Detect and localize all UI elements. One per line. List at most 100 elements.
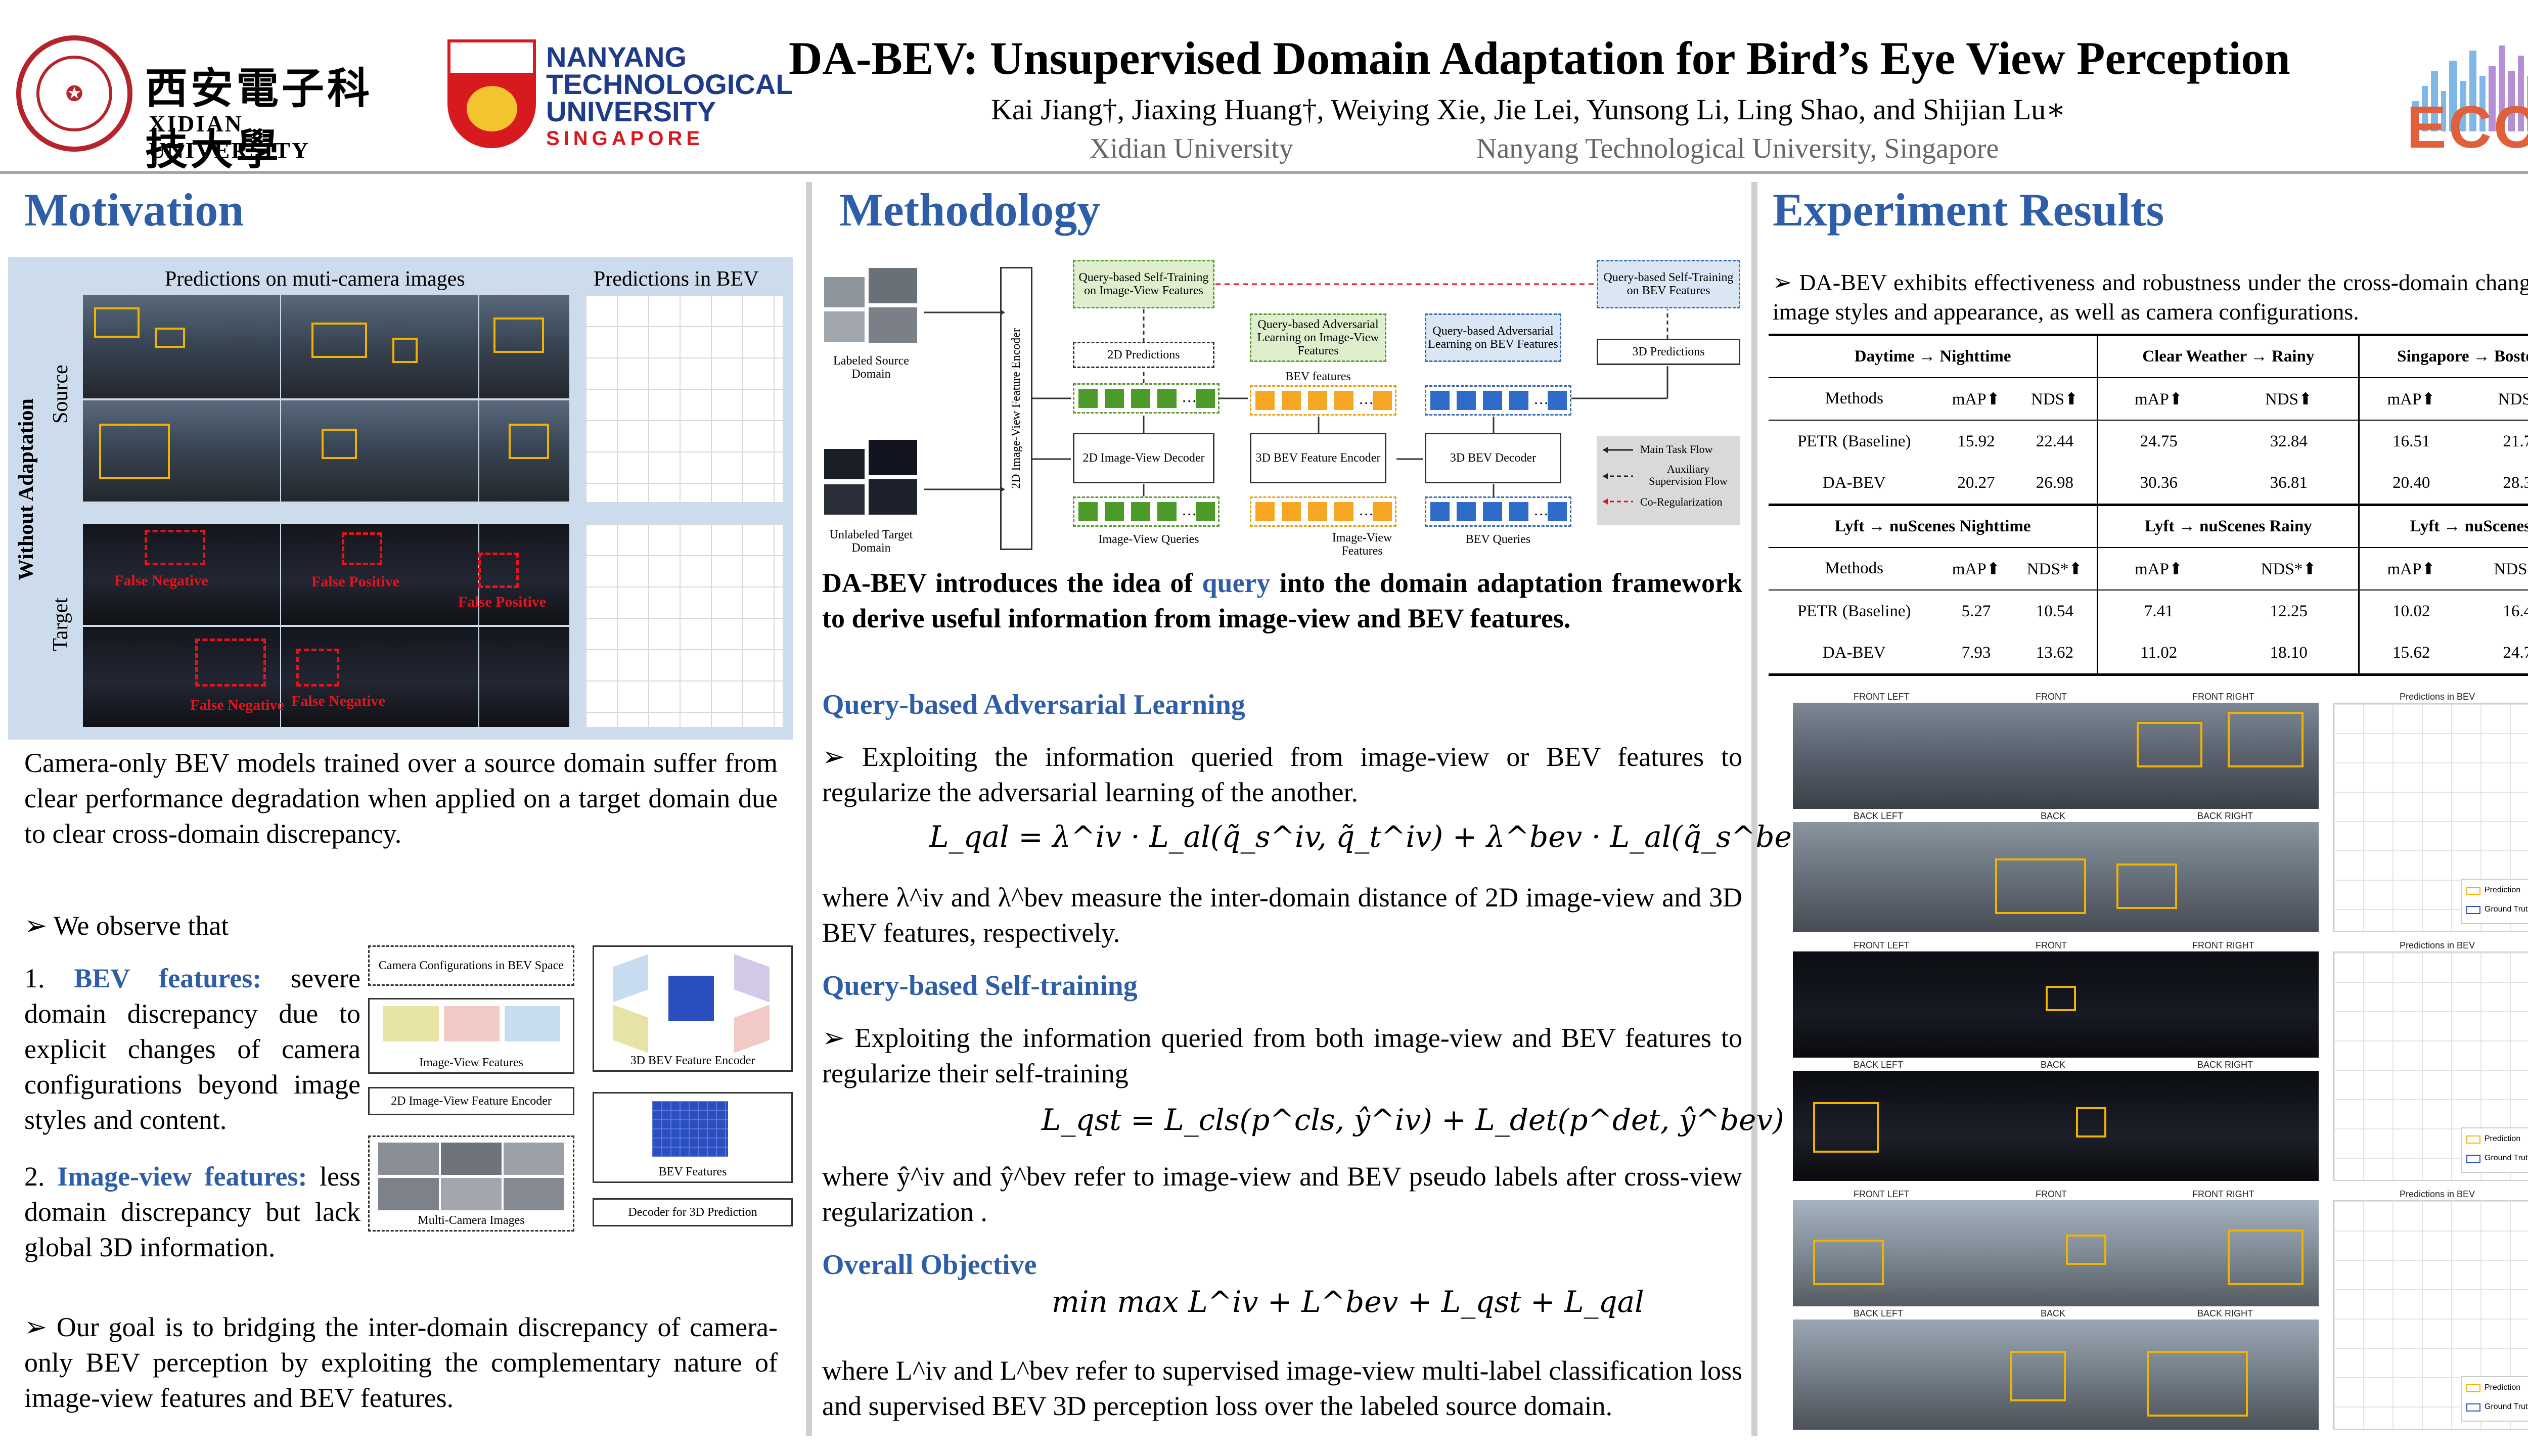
false-positive-label: False Positive xyxy=(458,594,547,610)
methodology-diagram: Labeled Source Domain Unlabeled Target D… xyxy=(818,257,1743,558)
qal-equation: L_qal = λ^iv · L_al(q̃_s^iv, q̃_t^iv) + … xyxy=(929,820,1958,854)
qst-image-view-box: Query-based Self-Training on Image-View … xyxy=(1073,260,1214,308)
column-divider-1 xyxy=(806,182,812,1436)
point-bev-features: 1. BEV features: severe domain discrepan… xyxy=(24,963,361,1135)
image-view-features-bottom-row: … xyxy=(1250,496,1396,527)
methodology-arrows xyxy=(1032,283,1668,496)
xidian-name-cn: 西安電子科技大學 xyxy=(145,63,373,174)
objective-equation: min max L^iv + L^bev + L_qst + L_qal xyxy=(1052,1285,1644,1319)
bev-decoder-box: 3D BEV Decoder xyxy=(1425,433,1561,483)
poster-title: DA-BEV: Unsupervised Domain Adaptation f… xyxy=(789,32,2290,84)
column-divider-2 xyxy=(1751,182,1757,1436)
methodology-heading: Methodology xyxy=(839,184,1101,236)
motivation-goal: ➢ Our goal is to bridging the inter-doma… xyxy=(24,1312,778,1413)
source-camera-image xyxy=(479,400,569,502)
qualitative-result-day: FRONT LEFT FRONT FRONT RIGHT BACK LEFT B… xyxy=(1793,692,2528,934)
table-row: DA-BEV 20.27 26.98 30.36 36.81 20.40 28.… xyxy=(1769,462,2528,505)
results-heading: Experiment Results xyxy=(1773,184,2164,236)
label-source: Source xyxy=(49,365,72,424)
ntu-logo: NANYANG TECHNOLOGICAL UNIVERSITY SINGAPO… xyxy=(447,39,793,156)
table-row: DA-BEV 7.93 13.62 11.02 18.10 15.62 24.7… xyxy=(1769,632,2528,676)
eccv-logo: ECCV xyxy=(2407,30,2528,162)
eccv-text: ECCV xyxy=(2407,94,2528,161)
bev-cube-icon xyxy=(668,976,714,1021)
legend-main-flow: Main Task Flow xyxy=(1640,443,1713,456)
target-camera-image xyxy=(479,524,569,625)
label-target: Target xyxy=(49,598,72,651)
observe-bullet: ➢ We observe that xyxy=(24,911,229,941)
qal-bev-box: Query-based Adversarial Learning on BEV … xyxy=(1425,313,1561,362)
decoder-box: Decoder for 3D Prediction xyxy=(593,1198,793,1226)
xidian-logo: ✪ 西安電子科技大學 XIDIAN UNIVERSITY xyxy=(16,35,400,174)
qst-heading: Query-based Self-training xyxy=(822,970,1138,1002)
table-row: Daytime → Nighttime Clear Weather → Rain… xyxy=(1769,334,2528,378)
source-camera-image xyxy=(281,295,478,398)
target-camera-image xyxy=(479,627,569,727)
observation-diagram: Camera Configurations in BEV Space Image… xyxy=(368,940,575,1239)
ntu-shield-icon xyxy=(447,39,536,148)
legend-aux-flow: Auxiliary Supervision Flow xyxy=(1649,463,1728,487)
motivation-heading: Motivation xyxy=(24,184,244,236)
source-camera-image xyxy=(83,400,280,502)
xidian-name-en: XIDIAN UNIVERSITY xyxy=(149,111,310,163)
qst-where: where ŷ^iv and ŷ^bev refer to image-view… xyxy=(822,1161,1742,1227)
encoder-box: 2D Image-View Feature Encoder xyxy=(1000,267,1032,550)
qal-heading: Query-based Adversarial Learning xyxy=(822,689,1245,720)
image-view-decoder-box: 2D Image-View Decoder xyxy=(1073,433,1214,483)
methodology-intro: DA-BEV introduces the idea of query into… xyxy=(822,568,1743,633)
bev-output-row: … xyxy=(1425,385,1571,416)
image-view-features-label: Image-View Features xyxy=(1332,531,1392,558)
domain-arrows xyxy=(924,309,1005,492)
affiliation-ntu: Nanyang Technological University, Singap… xyxy=(1476,133,1999,164)
image-view-encoder-box: 2D Image-View Feature Encoder xyxy=(368,1087,574,1115)
results-intro: ➢ DA-BEV exhibits effectiveness and robu… xyxy=(1773,269,2528,325)
bev-encoder-box: 3D BEV Feature Encoder xyxy=(1250,433,1386,483)
qst-equation: L_qst = L_cls(p^cls, ŷ^iv) + L_det(p^det… xyxy=(1042,1103,1784,1137)
header-divider xyxy=(0,171,2528,174)
source-bev-panel xyxy=(585,295,783,502)
motivation-intro: Camera-only BEV models trained over a so… xyxy=(24,748,778,849)
bev-features-row: … xyxy=(1250,385,1396,416)
table-row: Methods mAP⬆ NDS⬆ mAP⬆ NDS⬆ mAP⬆ NDS⬆ xyxy=(1769,377,2528,420)
ntu-line-3: UNIVERSITY xyxy=(546,96,716,127)
bev-queries-row: … xyxy=(1425,496,1571,527)
objective-heading: Overall Objective xyxy=(822,1249,1037,1281)
image-view-queries-label: Image-View Queries xyxy=(1098,533,1199,546)
xidian-seal-icon: ✪ xyxy=(16,35,132,152)
qualitative-result-night: FRONT LEFT FRONT FRONT RIGHT BACK LEFT B… xyxy=(1793,940,2528,1183)
label-bev: Predictions in BEV xyxy=(594,267,759,291)
target-camera-image xyxy=(83,524,280,625)
motivation-figure: Predictions on muti-camera images Predic… xyxy=(8,257,793,740)
ntu-line-2: TECHNOLOGICAL xyxy=(546,68,793,100)
table-row: Methods mAP⬆ NDS*⬆ mAP⬆ NDS*⬆ mAP⬆ NDS*⬆ xyxy=(1769,547,2528,590)
target-camera-image xyxy=(281,627,478,727)
false-negative-label: False Negative xyxy=(114,572,208,589)
predictions-3d-box: 3D Predictions xyxy=(1597,339,1740,365)
qualitative-result-city: FRONT LEFT FRONT FRONT RIGHT BACK LEFT B… xyxy=(1793,1189,2528,1432)
source-camera-image xyxy=(281,400,478,502)
legend-co-regularization: Co-Regularization xyxy=(1640,495,1723,508)
results-table: Daytime → Nighttime Clear Weather → Rain… xyxy=(1769,334,2528,676)
skyline-icon xyxy=(2412,46,2528,131)
label-multi-camera: Predictions on muti-camera images xyxy=(165,267,465,291)
image-view-queries-row: … xyxy=(1073,496,1220,527)
qal-image-view-box: Query-based Adversarial Learning on Imag… xyxy=(1250,313,1386,362)
qst-text: ➢ Exploiting the information queried fro… xyxy=(822,1023,1742,1088)
predictions-2d-box: 2D Predictions xyxy=(1073,342,1214,368)
bev-pipeline-diagram: 3D BEV Feature Encoder BEV Features Deco… xyxy=(593,940,795,1228)
qal-where: where λ^iv and λ^bev measure the inter-d… xyxy=(822,882,1742,948)
bev-grid-icon xyxy=(652,1101,728,1157)
image-view-features-row: … xyxy=(1073,383,1220,414)
false-negative-label: False Negative xyxy=(190,697,284,713)
table-row: PETR (Baseline) 15.92 22.44 24.75 32.84 … xyxy=(1769,419,2528,463)
flow-legend: Main Task Flow Auxiliary Supervision Flo… xyxy=(1597,436,1740,525)
affiliation-xidian: Xidian University xyxy=(1090,133,1293,164)
camera-configurations-box: Camera Configurations in BEV Space xyxy=(368,945,574,986)
qal-text: ➢ Exploiting the information queried fro… xyxy=(822,742,1742,807)
ntu-singapore: SINGAPORE xyxy=(546,127,704,150)
bev-queries-label: BEV Queries xyxy=(1465,533,1531,546)
table-row: PETR (Baseline) 5.27 10.54 7.41 12.25 10… xyxy=(1769,589,2528,632)
target-camera-image xyxy=(83,627,280,727)
label-without-adaptation: Without Adaptation xyxy=(15,398,38,580)
ntu-line-1: NANYANG xyxy=(546,41,687,73)
